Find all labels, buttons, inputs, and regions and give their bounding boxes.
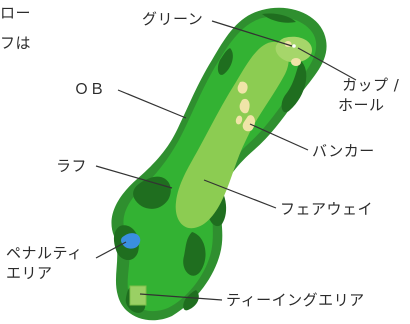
label-cup-line-2: ホール (338, 96, 385, 114)
leader-line-green (211, 20, 293, 47)
leader-line-tee (139, 293, 223, 301)
label-tee: ティーイングエリア (226, 291, 365, 309)
cup-hole (292, 44, 296, 48)
bunker (235, 115, 243, 125)
bunker (242, 115, 255, 132)
bunker (237, 81, 248, 94)
fairway-area (175, 41, 289, 229)
tee-box (129, 285, 147, 306)
tree-patch (262, 13, 296, 23)
bunker (239, 98, 250, 114)
tree-patch (281, 60, 307, 113)
truncated-text-line-1: ロー (0, 4, 32, 22)
water-hazard (121, 233, 141, 249)
label-fairway: フェアウェイ (280, 200, 374, 218)
label-bunker: バンカー (312, 142, 375, 160)
tree-patch (183, 290, 199, 311)
leader-line-ob (117, 89, 187, 119)
label-penalty-line-2: エリア (6, 264, 53, 282)
label-penalty-line-1: ペナルティ (6, 244, 83, 262)
label-ob: ＯＢ (74, 80, 106, 98)
tree-patch (183, 232, 206, 276)
label-green: グリーン (142, 10, 204, 28)
leader-line-cup (297, 47, 357, 81)
leader-line-fairway (203, 179, 277, 209)
bunker (291, 58, 301, 66)
label-rough: ラフ (56, 157, 88, 175)
leader-line-bunker (249, 123, 309, 151)
truncated-text-line-2: フは (0, 34, 32, 52)
leader-line-rough (95, 165, 173, 189)
leader-line-penalty (95, 241, 127, 259)
tree-patch (217, 48, 233, 75)
label-cup-line-1: カップ / (342, 76, 400, 94)
